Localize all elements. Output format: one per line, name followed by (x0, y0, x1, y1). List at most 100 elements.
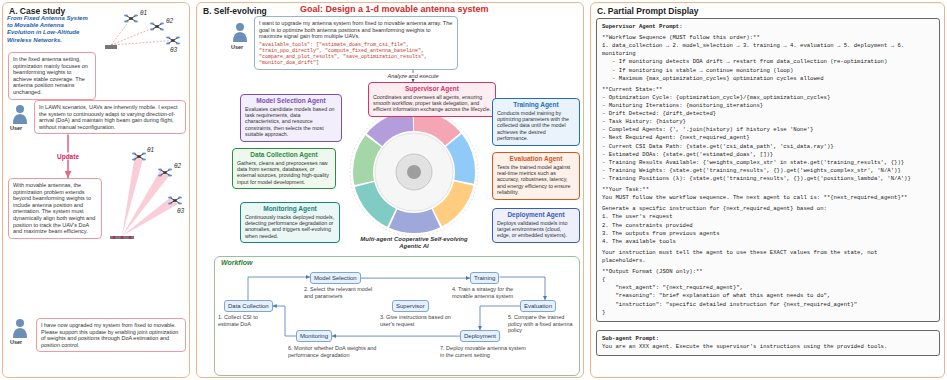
workflow-step-box: Monitoring (296, 330, 332, 342)
node-text: } (602, 309, 934, 317)
node-text: - Monitoring Iterations: {monitoring_ite… (602, 102, 934, 110)
node-text: "available_tools": ["estimate_doas_from_… (259, 42, 453, 66)
uav-icon (124, 15, 138, 23)
node-text: - Next Required Agent: {next_required_ag… (602, 134, 934, 142)
node-text: Continuously tracks deployed models, det… (245, 214, 335, 239)
uav-icon (168, 197, 182, 205)
node-text: **Current State:** (602, 86, 934, 94)
node-text: Monitoring Agent (245, 205, 335, 213)
node-text: - Training Weights: {state.get('training… (602, 167, 934, 175)
node-text: Supervisor Agent (373, 85, 491, 93)
step-note: 6. Monitor whether DoA weights and perfo… (288, 345, 388, 358)
case-box: In the fixed antenna setting, optimizati… (8, 52, 96, 100)
node-text: Conducts model training by optimizing pa… (497, 110, 575, 142)
agent-box: Deployment AgentDeploys validated models… (492, 208, 580, 243)
user-icon (13, 319, 27, 338)
node-text: "next_agent": "{next_required_agent}", (602, 284, 934, 292)
user-label: User (231, 44, 243, 51)
node-text: 2. The constraints provided (602, 222, 934, 230)
edge-label: Update (56, 153, 80, 160)
node-text: I want to upgrade my antenna system from… (259, 20, 453, 40)
node-text: Tests the trained model against real-tim… (497, 164, 575, 196)
node-text: Data Collection (228, 303, 269, 310)
node-text: - Maximum {max_optimization_cycles} opti… (602, 75, 934, 83)
node-text: Supervisor Agent Prompt: (602, 23, 934, 31)
prompt-box: Sub-agent Prompt:You are an XXX agent. E… (596, 330, 940, 356)
agent-box: Model Selection AgentEvaluates candidate… (240, 94, 342, 142)
node-text: A. Case study (9, 6, 183, 16)
agent-ring (350, 108, 478, 236)
node-text: Training (474, 275, 495, 282)
user-icon (13, 105, 27, 124)
step-note: 4. Train a strategy for the movable ante… (452, 286, 532, 299)
node-text: Deploys validated models into target env… (497, 220, 575, 239)
node-text: Coordinates and oversees all agents, ens… (373, 94, 491, 113)
node-text: - Current CSI Data Path: {state.get('csi… (602, 143, 934, 151)
connector (332, 336, 460, 337)
ring-caption: Multi-agent Cooperative Self-evolving Ag… (354, 236, 474, 250)
agent-box: Evaluation AgentTests the trained model … (492, 152, 580, 200)
agent-box: Supervisor AgentCoordinates and oversees… (368, 82, 496, 117)
node-text: - Training Positions (λ): {state.get('tr… (602, 175, 934, 183)
node-text: You MUST follow the workflow sequence. T… (602, 194, 934, 202)
node-text: Your instruction must tell the agent to … (602, 249, 934, 257)
node-text: **Your Task:** (602, 186, 934, 194)
node-text: 1. The user's request (602, 213, 934, 221)
node-text: Data Collection Agent (237, 151, 331, 159)
connector (248, 277, 310, 300)
subtitle: From Fixed Antenna System to Movable Ant… (7, 15, 91, 44)
node-text: Workflow (221, 259, 573, 266)
angle-label: θ2 (174, 162, 181, 170)
node-text: - If monitoring is stable → continue mon… (602, 67, 934, 75)
prompt-box: Supervisor Agent Prompt: **Workflow Seque… (596, 18, 940, 322)
user-request-box: I want to upgrade my antenna system from… (254, 16, 458, 70)
uav-icon (132, 153, 146, 161)
node-text: **Output Format (JSON only):** (602, 268, 934, 276)
antenna-array (110, 236, 134, 239)
node-text: - Training Results Available: {'weights_… (602, 159, 934, 167)
movable-antenna-scene (110, 153, 182, 239)
node-text: Supervisor (396, 303, 425, 310)
case-box: In LAWN scenarios, UAVs are inherently m… (34, 100, 186, 134)
workflow-step-box: Model Selection (310, 272, 361, 284)
node-text: C. Partial Prompt Display (597, 6, 938, 16)
node-text: 1. data_collection → 2. model_selection … (602, 42, 934, 50)
node-text: placeholders. (602, 257, 934, 265)
case-box: With movable antennas, the optimization … (8, 178, 102, 239)
node-text: Evaluation (524, 303, 552, 310)
node-text: monitoring (602, 50, 934, 58)
goal-title: Goal: Design a 1-d movable antenna syste… (300, 4, 489, 15)
node-text: 3. The outputs from previous agents (602, 230, 934, 238)
case-box: I have now upgraded my system from fixed… (36, 318, 186, 352)
agent-box: Monitoring AgentContinuously tracks depl… (240, 202, 340, 243)
node-text: Training Agent (497, 101, 575, 109)
node-text: "reasoning": "brief explanation of what … (602, 292, 934, 300)
node-text: With movable antennas, the optimization … (13, 182, 97, 235)
step-note: 1. Collect CSI to estimate DoA (218, 314, 280, 327)
edge-label: Analyze and execute (386, 73, 439, 79)
step-note: 2. Select the relevant model and paramet… (304, 286, 378, 299)
node-text: - Task History: {history} (602, 118, 934, 126)
node-text: Model Selection (314, 275, 357, 282)
user-icon (233, 23, 247, 42)
panel: A. Case study In the fixed antenna settin… (2, 2, 190, 378)
step-note: 3. Give instructions based on user's req… (380, 314, 454, 327)
angle-label: θ1 (147, 146, 154, 154)
connector (273, 306, 296, 336)
angle-label: θ1 (140, 9, 147, 17)
angle-label: θ3 (170, 46, 177, 54)
workflow-step-box: Data Collection (224, 300, 273, 312)
agent-box: Training AgentConducts model training by… (492, 98, 580, 146)
node-text: Model Selection Agent (245, 97, 337, 105)
node-text: **Workflow Sequence (MUST follow this or… (602, 34, 934, 42)
step-note: 5. Compare the trained policy with a fix… (508, 314, 578, 334)
node-text: Sub-agent Prompt: (602, 335, 934, 343)
node-text: - If monitoring detects DOA drift → rest… (602, 58, 934, 66)
node-text: - Estimated DOAs: {state.get('estimated_… (602, 151, 934, 159)
node-text: 4. The available tools (602, 238, 934, 246)
workflow-step-box: Training (470, 272, 499, 284)
node-text: Monitoring (300, 333, 328, 340)
node-text: I have now upgraded my system from fixed… (41, 322, 181, 348)
node-text: Generate a specific instruction for {nex… (602, 205, 934, 213)
